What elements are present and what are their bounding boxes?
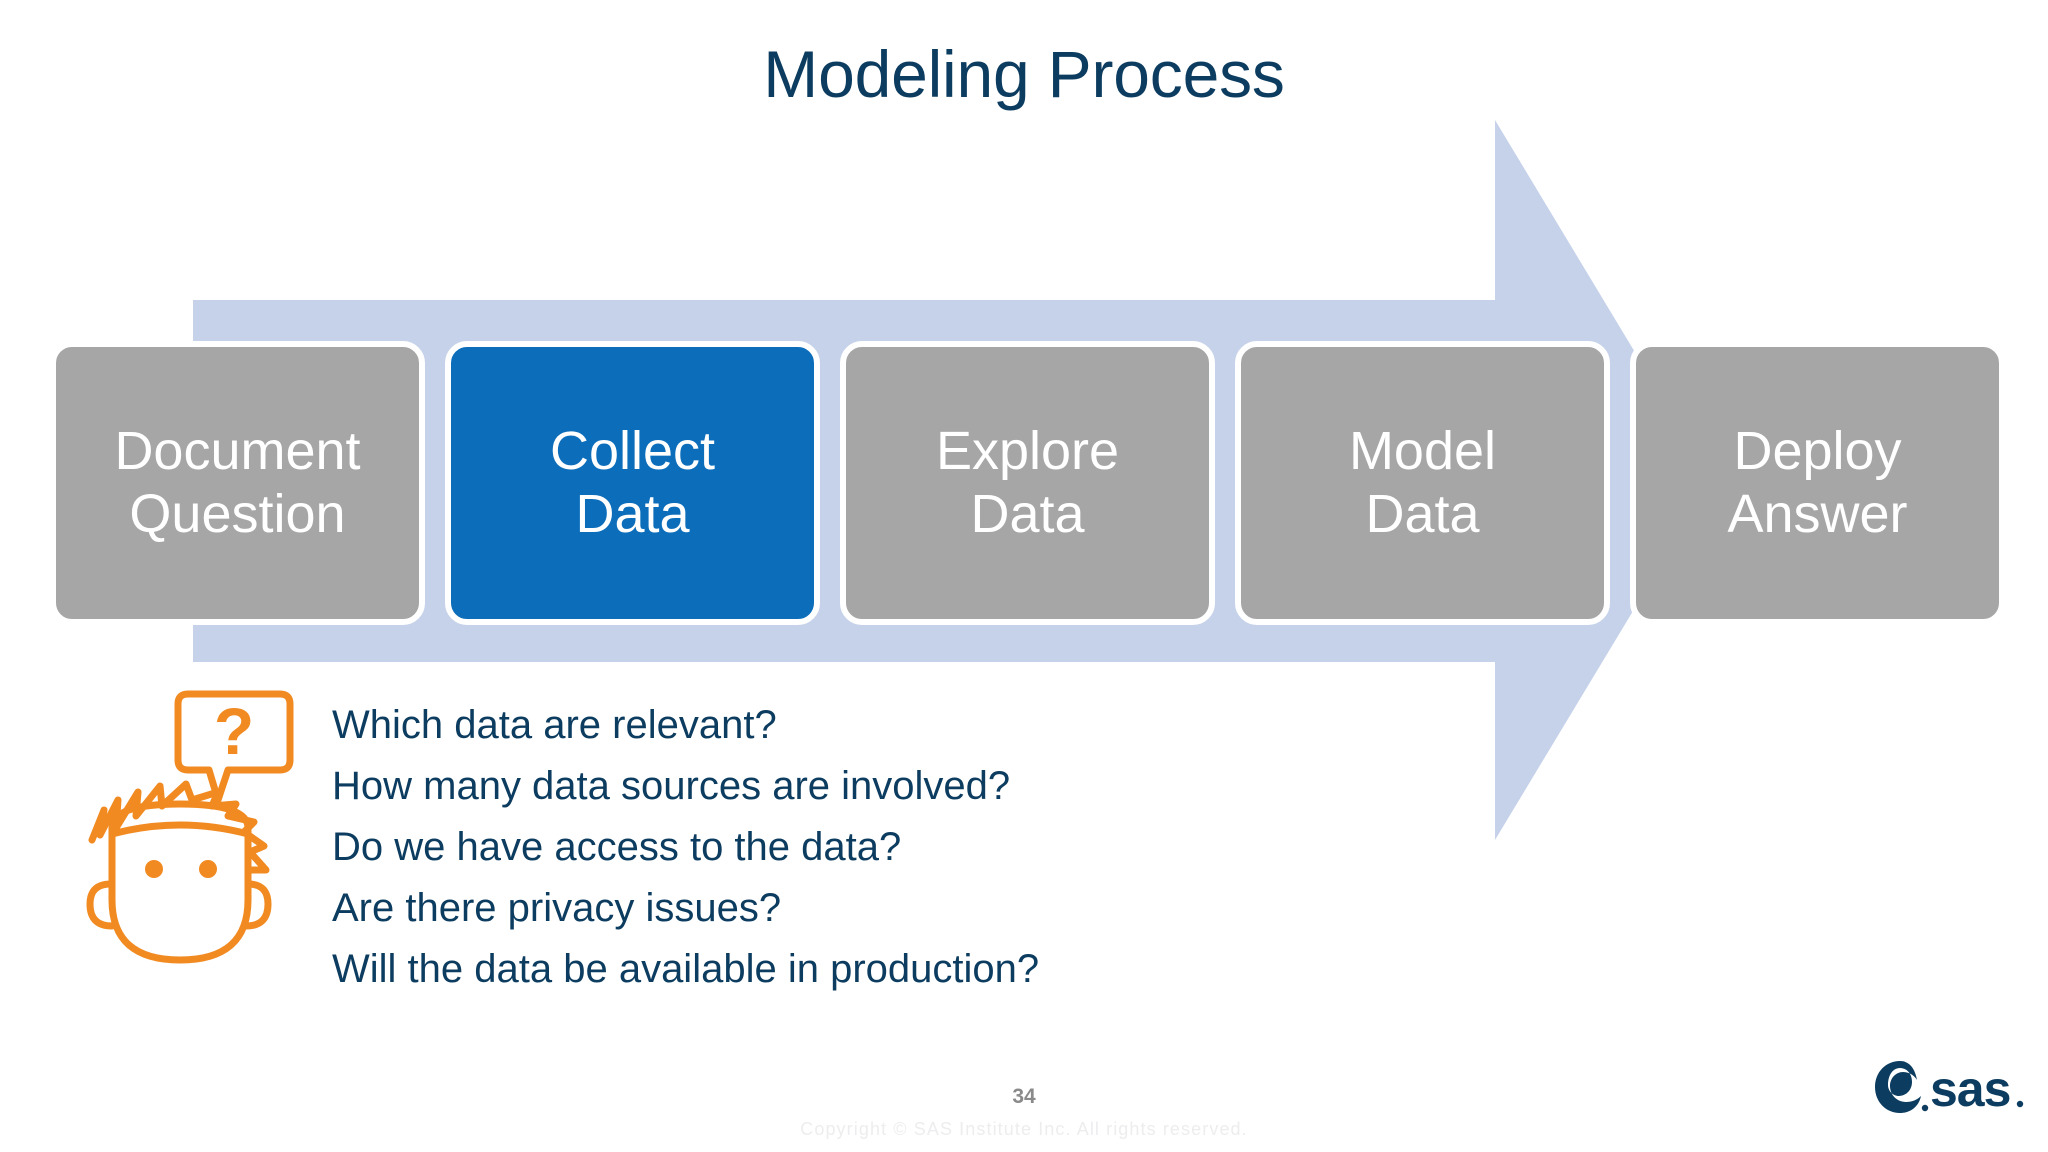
stage-box-deploy-answer[interactable]: Deploy Answer [1630, 341, 2005, 625]
stage-box-model-data[interactable]: Model Data [1235, 341, 1610, 625]
question-item-1: Which data are relevant? [332, 703, 777, 747]
stage-box-explore-data[interactable]: Explore Data [840, 341, 1215, 625]
question-list: Which data are relevant? How many data s… [332, 695, 1432, 1000]
stage-label-explore-data: Explore Data [935, 421, 1120, 544]
question-item-5: Will the data be available in production… [332, 947, 1040, 991]
stage-label-document-question: Document Question [114, 421, 361, 544]
sas-logo-wordmark: sas [1930, 1061, 2010, 1117]
question-mark-glyph: ? [214, 694, 254, 768]
sas-logo: sas [1875, 1061, 2024, 1117]
stage-box-collect-data[interactable]: Collect Data [445, 341, 820, 625]
question-item-3: Do we have access to the data? [332, 825, 902, 869]
stage-box-document-question[interactable]: Document Question [50, 341, 425, 625]
person-question-icon: ? [86, 690, 294, 964]
question-item-4: Are there privacy issues? [332, 886, 782, 930]
stage-label-collect-data: Collect Data [549, 421, 716, 544]
copyright-notice: Copyright © SAS Institute Inc. All right… [800, 1119, 1248, 1139]
right-eye-icon [199, 860, 217, 878]
stage-label-model-data: Model Data [1348, 421, 1497, 544]
question-item-2: How many data sources are involved? [332, 764, 1011, 808]
page-title: Modeling Process [763, 37, 1285, 111]
left-eye-icon [145, 860, 163, 878]
page-number: 34 [1012, 1085, 1036, 1108]
process-stage-row: Document Question Collect Data Explore D… [50, 341, 2005, 625]
stage-label-deploy-answer: Deploy Answer [1727, 421, 1908, 544]
